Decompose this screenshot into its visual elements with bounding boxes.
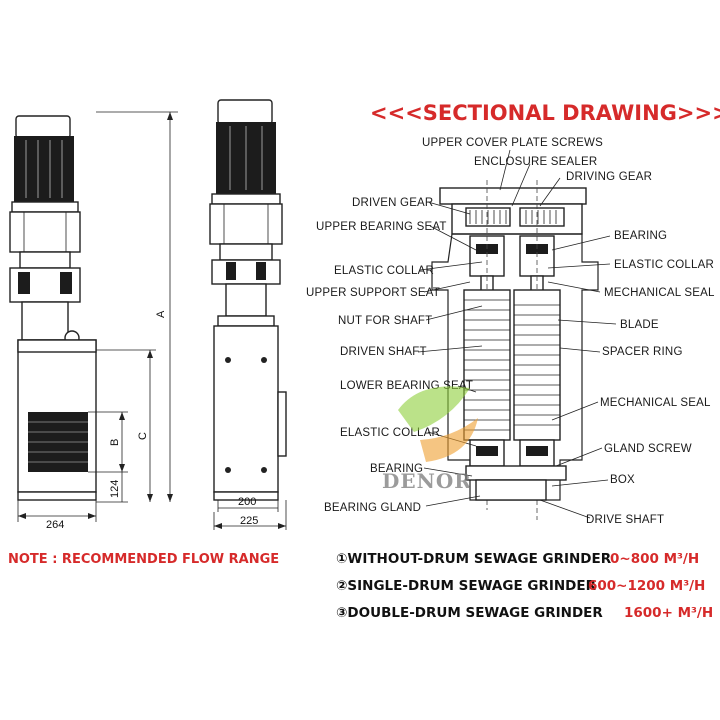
dim-a: A [155, 310, 167, 318]
dim-b: B [109, 439, 121, 446]
leader-lines [417, 149, 617, 519]
label-driven-gear: DRIVEN GEAR [352, 197, 433, 209]
label-bearing-left: BEARING [370, 463, 423, 475]
watermark-text: DENOR [382, 469, 472, 493]
front-motor-cap [15, 115, 71, 139]
label-gland-screw: GLAND SCREW [604, 443, 692, 455]
flow-range-value-3: 1600+ M³/H [624, 605, 713, 621]
label-driven-shaft: DRIVEN SHAFT [340, 346, 427, 358]
label-drive-shaft: DRIVE SHAFT [586, 514, 664, 526]
flow-range-list: ①WITHOUT-DRUM SEWAGE GRINDER 0~800 M³/H … [336, 551, 713, 621]
label-enclosure-sealer: ENCLOSURE SEALER [474, 156, 597, 168]
flow-range-label-3: ③DOUBLE-DRUM SEWAGE GRINDER [336, 605, 603, 621]
side-base-plate [211, 259, 281, 285]
front-view: A C B 124 264 [9, 111, 178, 531]
label-upper-support-seat: UPPER SUPPORT SEAT [306, 287, 440, 299]
section-title: <<<SECTIONAL DRAWING>>> [370, 101, 720, 125]
label-spacer-ring: SPACER RING [602, 346, 683, 358]
side-view: 200 225 [209, 99, 287, 530]
flow-range-label-2: ②SINGLE-DRUM SEWAGE GRINDER [336, 578, 597, 594]
label-bearing-gland: BEARING GLAND [324, 502, 421, 514]
label-nut-for-shaft: NUT FOR SHAFT [338, 315, 432, 327]
front-column [21, 301, 69, 341]
dim-225: 225 [240, 515, 258, 527]
front-flange [11, 201, 79, 213]
cutter-stack-right [513, 289, 561, 441]
flow-range-label-1: ①WITHOUT-DRUM SEWAGE GRINDER [336, 551, 612, 567]
side-column [225, 283, 267, 317]
watermark-logo [398, 386, 478, 462]
front-gearbox [9, 211, 81, 253]
front-motor-body [14, 136, 74, 202]
label-elastic-collar-left-bottom: ELASTIC COLLAR [340, 427, 440, 439]
note-text: NOTE : RECOMMENDED FLOW RANGE [8, 552, 279, 567]
dim-200: 200 [238, 496, 256, 508]
sectional-drawing: UPPER COVER PLATE SCREWS ENCLOSURE SEALE… [306, 137, 715, 526]
dim-124: 124 [109, 480, 121, 498]
dim-264: 264 [46, 519, 64, 531]
label-upper-bearing-seat: UPPER BEARING SEAT [316, 221, 447, 233]
top-cover [439, 187, 587, 205]
watermark-leaf-orange [420, 418, 478, 462]
dim-c: C [137, 432, 149, 440]
label-bearing-right: BEARING [614, 230, 667, 242]
label-mechanical-seal-top: MECHANICAL SEAL [604, 287, 715, 299]
side-gearbox [209, 203, 283, 245]
label-box: BOX [610, 474, 635, 486]
label-upper-cover-plate-screws: UPPER COVER PLATE SCREWS [422, 137, 603, 149]
watermark-leaf-green [398, 386, 470, 432]
flow-range-value-1: 0~800 M³/H [610, 551, 699, 567]
label-mechanical-seal-bottom: MECHANICAL SEAL [600, 397, 711, 409]
cutter-stack-left [463, 289, 511, 441]
side-housing [213, 325, 279, 493]
label-blade: BLADE [620, 319, 659, 331]
label-driving-gear: DRIVING GEAR [566, 171, 652, 183]
label-elastic-collar-left-top: ELASTIC COLLAR [334, 265, 434, 277]
side-motor-cap [217, 99, 273, 125]
label-elastic-collar-right: ELASTIC COLLAR [614, 259, 714, 271]
flow-range-value-2: 600~1200 M³/H [588, 578, 705, 594]
